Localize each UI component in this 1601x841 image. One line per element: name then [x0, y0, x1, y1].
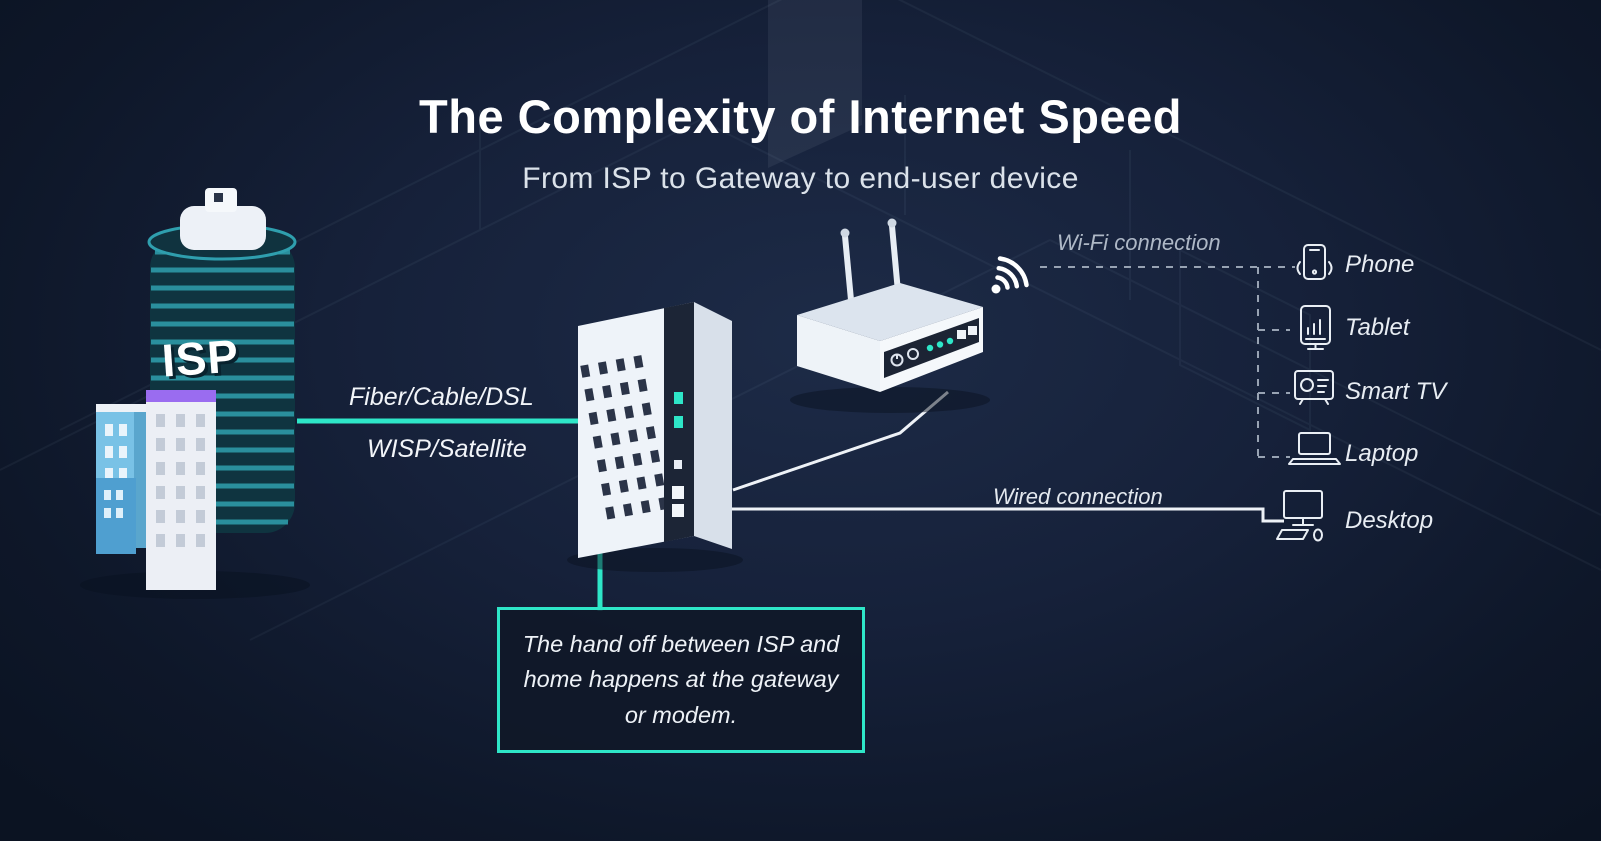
modem-shadow — [567, 548, 743, 572]
modem-led-2 — [674, 416, 683, 428]
router-port-1 — [957, 330, 966, 339]
isp-building-icon: ISP ISP — [80, 188, 310, 599]
modem-led-1 — [674, 392, 683, 404]
antenna-tip-right — [887, 218, 897, 228]
wifi-connection-label: Wi-Fi connection — [1057, 230, 1221, 255]
laptop-icon — [1288, 432, 1341, 465]
isp-tower-cap — [180, 206, 266, 250]
modem-button — [674, 460, 682, 469]
isp-tower-chimney-vent — [214, 193, 223, 202]
phone-icon — [1296, 244, 1333, 280]
device-label-phone: Phone — [1345, 251, 1415, 278]
router-front-face — [797, 315, 880, 392]
smart-tv-icon — [1294, 370, 1334, 405]
callout-text: The hand off between ISP and home happen… — [522, 631, 840, 728]
wired-connection-label: Wired connection — [993, 484, 1163, 509]
wired-connection-line — [730, 507, 1284, 523]
device-label-smart-tv: Smart TV — [1345, 378, 1447, 405]
page-title: The Complexity of Internet Speed — [419, 90, 1182, 144]
router-leds — [926, 337, 954, 352]
modem-port-2 — [672, 504, 684, 517]
router-antennas — [842, 223, 901, 303]
modem-vents — [580, 355, 669, 520]
router-port-2 — [968, 326, 977, 335]
gateway-modem-icon — [567, 302, 743, 572]
wifi-connection-line — [1040, 266, 1295, 458]
link-label-fiber: Fiber/Cable/DSL — [349, 383, 534, 411]
device-label-tablet: Tablet — [1345, 314, 1410, 341]
isp-label-shadow: ISP — [163, 332, 244, 389]
doorway-glow — [768, 0, 862, 168]
link-label-wisp: WISP/Satellite — [367, 435, 527, 463]
wifi-router-icon — [790, 218, 990, 413]
callout-box: The hand off between ISP and home happen… — [497, 607, 865, 753]
wifi-signal-icon — [991, 256, 1029, 294]
device-label-laptop: Laptop — [1345, 440, 1419, 467]
desktop-icon — [1276, 490, 1323, 542]
router-buttons — [890, 348, 919, 367]
antenna-tip-left — [840, 228, 850, 238]
modem-port-1 — [672, 486, 684, 499]
page-subtitle: From ISP to Gateway to end-user device — [522, 161, 1079, 195]
isp-label: ISP — [160, 329, 241, 386]
tablet-icon — [1300, 305, 1331, 350]
city-buildings — [96, 390, 216, 590]
router-top-face — [797, 283, 983, 341]
device-label-desktop: Desktop — [1345, 507, 1434, 534]
router-shadow — [790, 387, 990, 413]
modem-side-face — [694, 302, 732, 549]
